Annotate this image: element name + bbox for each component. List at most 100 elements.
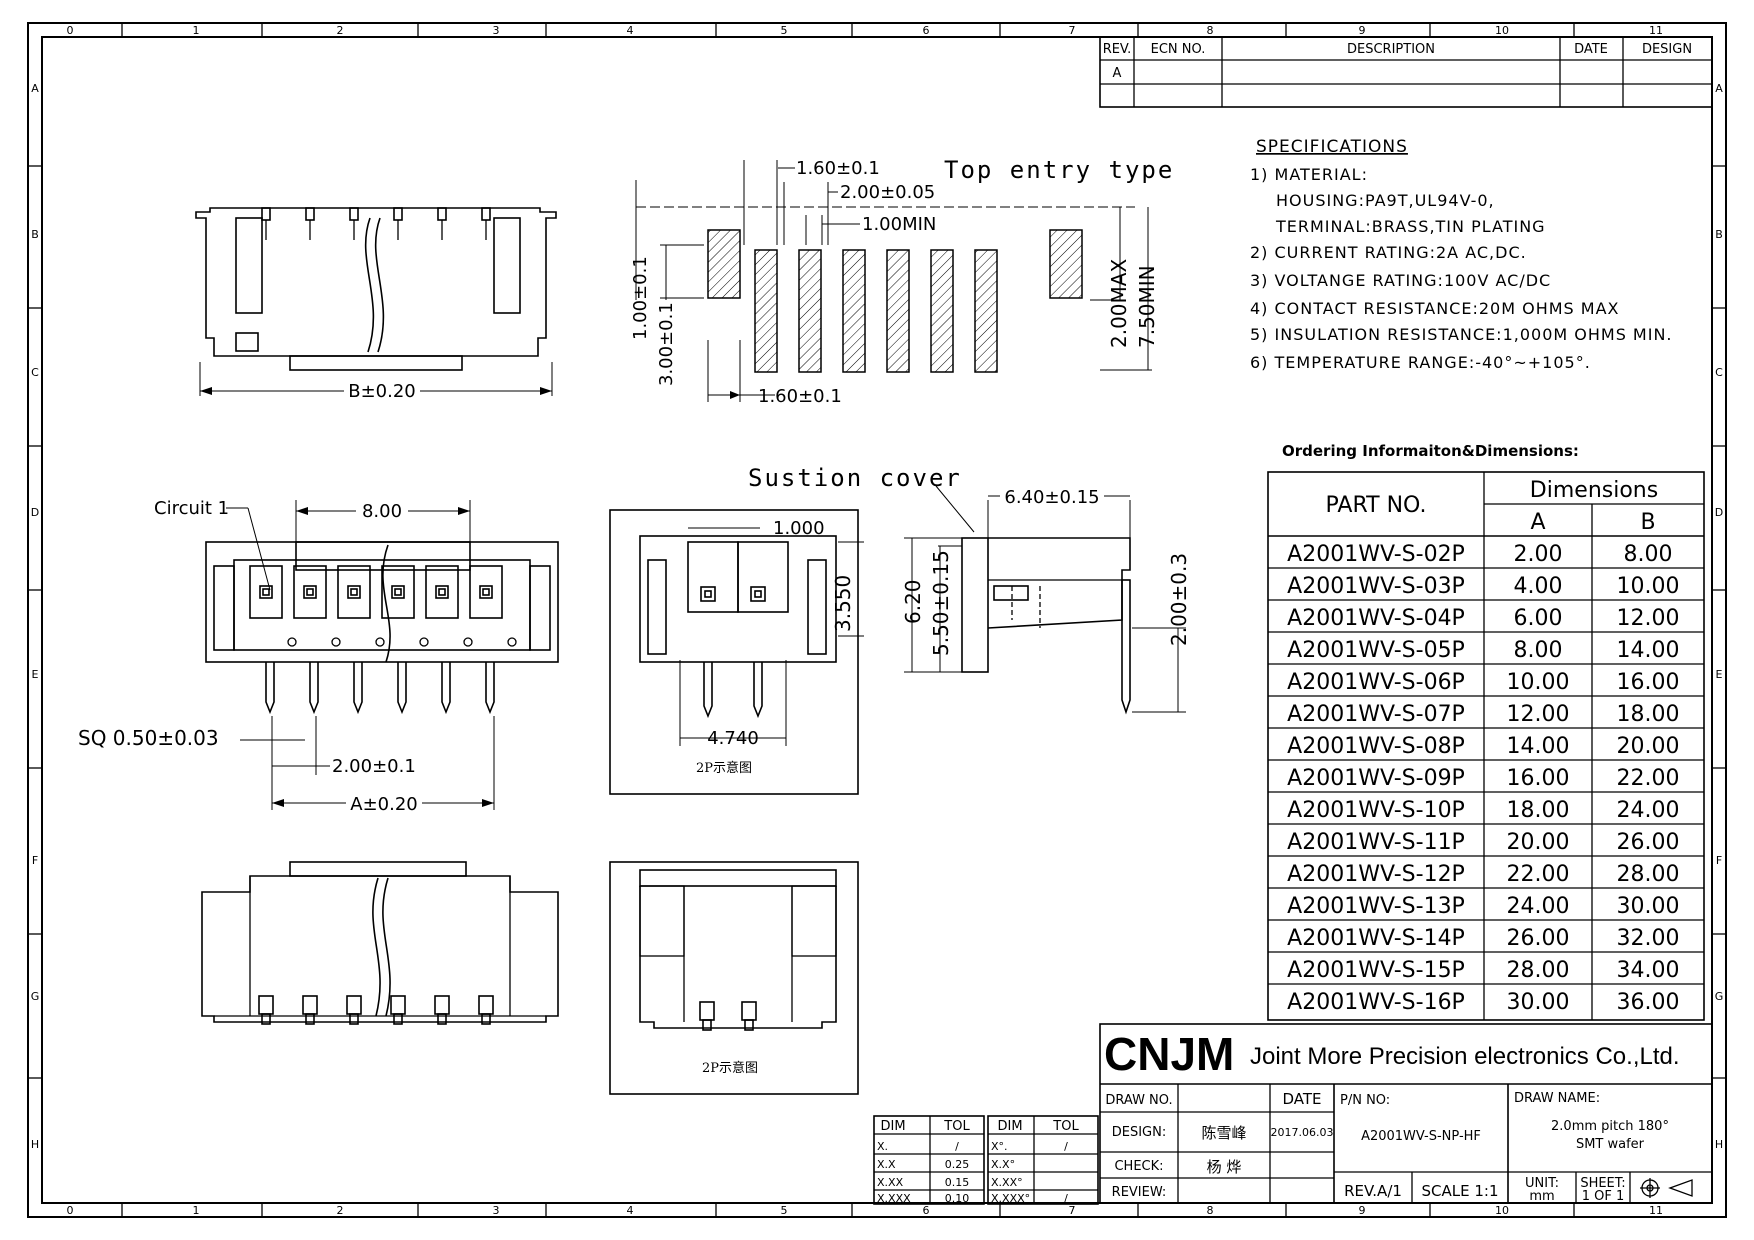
dim-pitch-front: 2.00±0.1 <box>332 756 416 777</box>
part-number: A2001WV-S-02P <box>1287 542 1465 567</box>
dimension-b: 18.00 <box>1617 702 1680 727</box>
spec-line: 6) TEMPERATURE RANGE:-40°~+105°. <box>1250 353 1591 372</box>
zone-col-bottom: 8 <box>1207 1204 1214 1217</box>
sample-2p-front: 1.000 3.550 4.740 2P示意图 <box>609 509 864 795</box>
dimension-b: 14.00 <box>1617 638 1680 663</box>
part-number: A2001WV-S-05P <box>1287 638 1465 663</box>
zone-row-right: A <box>1715 82 1723 95</box>
dim-sq: SQ 0.50±0.03 <box>78 726 219 750</box>
part-number: A2001WV-S-12P <box>1287 862 1465 887</box>
pn-value: A2001WV-S-NP-HF <box>1361 1129 1481 1144</box>
dim-4740: 4.740 <box>707 728 759 749</box>
ordering-caption: Ordering Informaiton&Dimensions: <box>1282 442 1579 460</box>
side-view-top: B±0.20 <box>195 207 557 402</box>
zone-col-top: 5 <box>781 24 788 37</box>
dimension-a: 24.00 <box>1507 894 1570 919</box>
zone-col-bottom: 9 <box>1359 1204 1366 1217</box>
review-label: REVIEW: <box>1112 1185 1167 1200</box>
header-dimensions: Dimensions <box>1530 478 1658 503</box>
tol-dim: X.X° <box>991 1158 1015 1171</box>
dim-h3: 3.00±0.1 <box>656 302 677 386</box>
dimension-b: 36.00 <box>1617 990 1680 1015</box>
zone-col-top: 8 <box>1207 24 1214 37</box>
spec-line: 3) VOLTANGE RATING:100V AC/DC <box>1250 271 1551 290</box>
tol-dim: X. <box>877 1140 888 1153</box>
tol-value: / <box>1064 1192 1068 1205</box>
zone-row-right: C <box>1715 366 1723 379</box>
zone-row-left: D <box>31 506 39 519</box>
zone-col-top: 2 <box>337 24 344 37</box>
sheet-label: SHEET: <box>1580 1176 1625 1191</box>
dimension-a: 22.00 <box>1507 862 1570 887</box>
zone-row-right: D <box>1715 506 1723 519</box>
zone-row-left: G <box>31 990 40 1003</box>
unit-label: UNIT: <box>1525 1176 1559 1191</box>
dimension-a: 18.00 <box>1507 798 1570 823</box>
dim-min: 1.00MIN <box>862 214 936 235</box>
zone-col-bottom: 0 <box>67 1204 74 1217</box>
tol-dim: X.X <box>877 1158 896 1171</box>
zone-col-top: 11 <box>1649 24 1663 37</box>
zone-col-top: 7 <box>1069 24 1076 37</box>
dimension-b: 30.00 <box>1617 894 1680 919</box>
tol-value: / <box>955 1140 959 1153</box>
tol-dim: X.XXX° <box>991 1192 1030 1205</box>
dim-1000: 1.000 <box>773 518 825 539</box>
date-label: DATE <box>1282 1090 1321 1108</box>
dim-200: 2.00±0.3 <box>1167 553 1191 646</box>
draw-no-label: DRAW NO. <box>1105 1093 1172 1108</box>
tol-value: 0.15 <box>945 1176 970 1189</box>
tol-dim: X.XXX <box>877 1192 911 1205</box>
dim-pitch: 2.00±0.05 <box>840 182 935 203</box>
dimension-a: 6.00 <box>1514 606 1563 631</box>
part-number: A2001WV-S-06P <box>1287 670 1465 695</box>
check-label: CHECK: <box>1114 1159 1163 1174</box>
zone-col-bottom: 4 <box>627 1204 634 1217</box>
rev-value: A <box>1113 66 1122 81</box>
part-number: A2001WV-S-13P <box>1287 894 1465 919</box>
unit-value: mm <box>1529 1189 1554 1204</box>
design-date: 2017.06.03 <box>1271 1126 1334 1139</box>
sustion-label: Sustion cover <box>748 464 962 492</box>
specifications: SPECIFICATIONS 1) MATERIAL:HOUSING:PA9T,… <box>1250 137 1672 372</box>
zone-col-bottom: 10 <box>1495 1204 1509 1217</box>
dim-pitch-top: 1.60±0.1 <box>796 158 880 179</box>
zone-col-bottom: 1 <box>193 1204 200 1217</box>
part-number: A2001WV-S-07P <box>1287 702 1465 727</box>
dimension-a: 16.00 <box>1507 766 1570 791</box>
spec-line: TERMINAL:BRASS,TIN PLATING <box>1275 217 1546 236</box>
part-number: A2001WV-S-08P <box>1287 734 1465 759</box>
tol-value: / <box>1064 1140 1068 1153</box>
dimension-a: 10.00 <box>1507 670 1570 695</box>
dim-a: A±0.20 <box>350 794 417 815</box>
dimension-a: 14.00 <box>1507 734 1570 759</box>
dimension-a: 4.00 <box>1514 574 1563 599</box>
tol-dim-left: DIM <box>880 1119 905 1134</box>
dimension-b: 8.00 <box>1624 542 1673 567</box>
footprint-view: 1.60±0.1 2.00±0.05 1.00MIN Top entry typ… <box>630 156 1172 407</box>
dimension-b: 26.00 <box>1617 830 1680 855</box>
draw-name-label: DRAW NAME: <box>1514 1091 1600 1106</box>
solder-pad <box>798 249 822 373</box>
part-number: A2001WV-S-09P <box>1287 766 1465 791</box>
zone-row-left: A <box>31 82 39 95</box>
dimension-b: 28.00 <box>1617 862 1680 887</box>
spec-line: 2) CURRENT RATING:2A AC,DC. <box>1250 243 1527 262</box>
sample-label-front: 2P示意图 <box>696 760 752 776</box>
zone-col-top: 0 <box>67 24 74 37</box>
tol-value: 0.25 <box>945 1158 970 1171</box>
zone-row-left: F <box>32 854 38 867</box>
tol-value: 0.10 <box>945 1192 970 1205</box>
zone-row-left: B <box>31 228 39 241</box>
dim-620: 6.20 <box>901 579 925 624</box>
zone-col-bottom: 5 <box>781 1204 788 1217</box>
design-header: DESIGN <box>1642 42 1692 57</box>
dimension-a: 30.00 <box>1507 990 1570 1015</box>
date-header: DATE <box>1574 42 1608 57</box>
rev-value-title: REV.A/1 <box>1344 1182 1402 1200</box>
header-part-no: PART NO. <box>1326 493 1427 518</box>
sample-label-bottom: 2P示意图 <box>702 1060 758 1076</box>
dim-min-len: 7.50MIN <box>1135 265 1159 348</box>
header-a: A <box>1530 510 1545 535</box>
